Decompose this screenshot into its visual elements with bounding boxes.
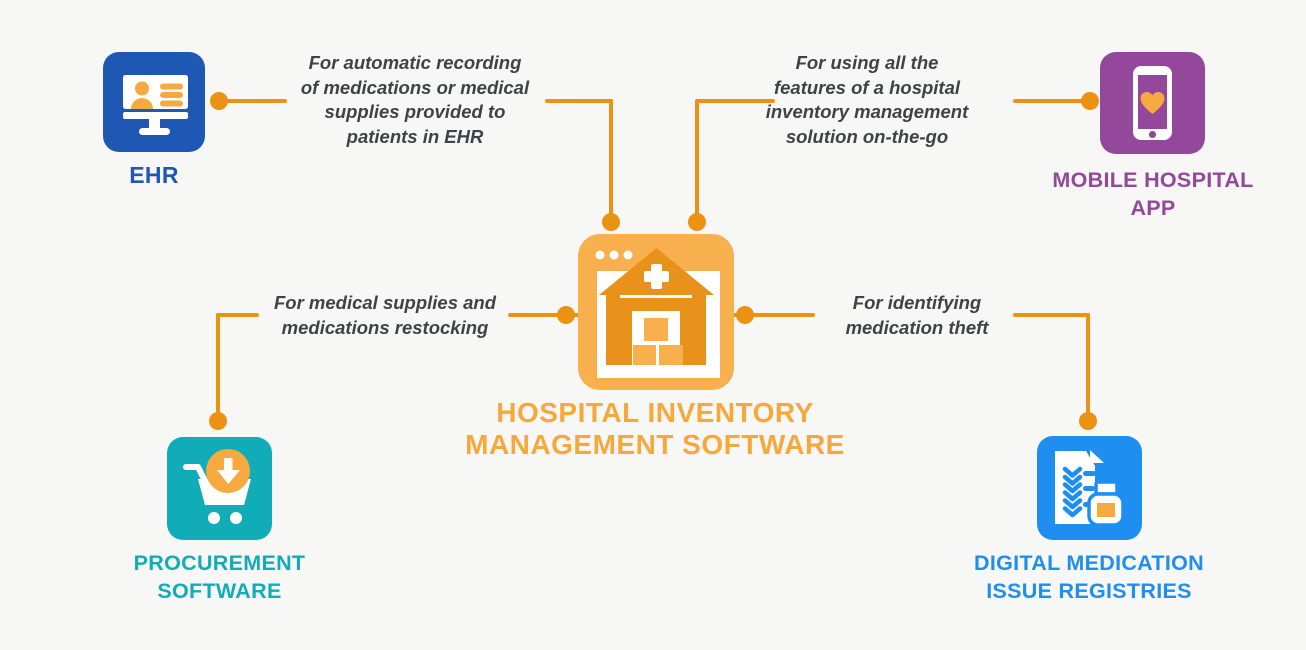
mobile-app-label-line: MOBILE HOSPITAL <box>1052 168 1254 192</box>
connector-midright-horizontal-2 <box>1013 313 1090 317</box>
connector-mobile-dot <box>1081 92 1099 110</box>
mobile-app-note: For using all the features of a hospital… <box>732 51 1002 149</box>
mobile-app-label-line: APP <box>1130 195 1176 220</box>
shopping-cart-download-icon <box>167 437 272 545</box>
connector-centerleft-dot <box>557 306 575 324</box>
connector-midright-vertical <box>1086 313 1090 414</box>
procurement-label-line: PROCUREMENT <box>133 551 306 575</box>
connector-topright-horizontal-2 <box>1013 99 1090 103</box>
ehr-note: For automatic recording of medications o… <box>280 51 550 149</box>
connector-midleft-horizontal-1 <box>216 313 259 317</box>
connector-topright-horizontal-1 <box>695 99 775 103</box>
registries-note: For identifying medication theft <box>782 291 1052 340</box>
procurement-label: PROCUREMENT SOFTWARE <box>117 550 322 605</box>
connector-midright-horizontal-1 <box>733 313 815 317</box>
registries-label: DIGITAL MEDICATION ISSUE REGISTRIES <box>957 550 1221 605</box>
center-title: HOSPITAL INVENTORY MANAGEMENT SOFTWARE <box>452 397 858 461</box>
ehr-note-line: of medications or medical <box>300 76 530 98</box>
connector-midleft-vertical <box>216 313 220 414</box>
hospital-inventory-icon <box>578 234 734 395</box>
connector-registries-dot <box>1079 412 1097 430</box>
mobile-app-note-line: features of a hospital <box>773 76 961 98</box>
ehr-note-line: For automatic recording <box>308 52 522 73</box>
registries-label-line: ISSUE REGISTRIES <box>986 578 1192 603</box>
ehr-monitor-icon <box>103 52 205 157</box>
connector-topright-vertical <box>695 99 699 215</box>
connector-ehr-dot <box>210 92 228 110</box>
registries-note-line: medication theft <box>845 316 989 338</box>
ehr-label: EHR <box>94 162 214 190</box>
connector-topleft-vertical <box>609 99 613 215</box>
ehr-note-line: supplies provided to <box>324 101 506 122</box>
medication-checklist-bottle-icon <box>1037 436 1142 545</box>
ehr-label-line: EHR <box>129 162 179 188</box>
procurement-label-line: SOFTWARE <box>157 578 282 603</box>
procurement-note: For medical supplies and medications res… <box>250 291 520 340</box>
mobile-app-note-line: inventory management <box>765 101 969 122</box>
registries-label-line: DIGITAL MEDICATION <box>974 551 1204 575</box>
connector-topleft-horizontal <box>545 99 613 103</box>
mobile-app-label: MOBILE HOSPITAL APP <box>1026 167 1280 222</box>
connector-topleft-dot <box>602 213 620 231</box>
connector-centerright-dot <box>736 306 754 324</box>
mobile-phone-heart-icon <box>1100 52 1205 159</box>
mobile-app-note-line: solution on-the-go <box>785 125 949 147</box>
center-title-line: HOSPITAL INVENTORY <box>496 397 814 428</box>
connector-topright-dot <box>688 213 706 231</box>
center-title-line: MANAGEMENT SOFTWARE <box>465 429 845 460</box>
procurement-note-line: For medical supplies and <box>273 292 497 313</box>
ehr-note-line: patients in EHR <box>346 125 484 147</box>
procurement-note-line: medications restocking <box>281 316 489 338</box>
connector-procurement-dot <box>209 412 227 430</box>
connector-midleft-horizontal-2 <box>508 313 579 317</box>
connector-ehr-horizontal <box>219 99 287 103</box>
mobile-app-note-line: For using all the <box>795 52 939 73</box>
registries-note-line: For identifying <box>852 292 982 313</box>
